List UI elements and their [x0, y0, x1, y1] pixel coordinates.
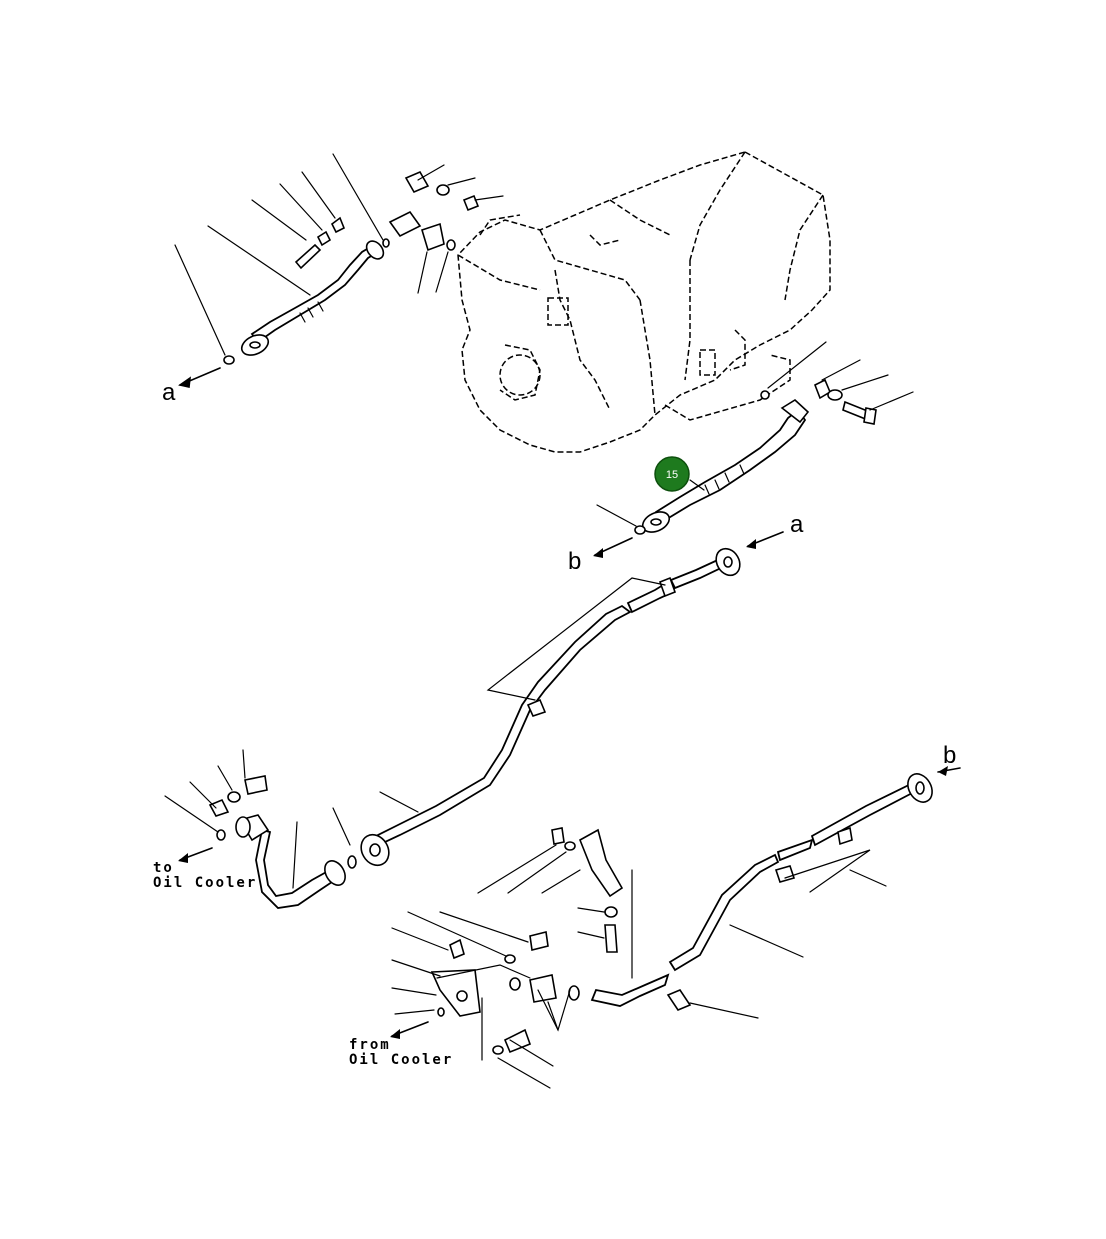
callout-badge-15[interactable]: 15	[654, 456, 690, 492]
label-b-right: b	[943, 742, 956, 769]
to-oil-cooler-line2: Oil Cooler	[153, 875, 257, 891]
middle-long-pipe	[360, 547, 741, 867]
left-elbow-pipe	[208, 775, 357, 909]
callout-circle[interactable]	[654, 456, 690, 492]
middle-pipe-leaders	[332, 577, 666, 846]
from-oil-cooler-line2: Oil Cooler	[349, 1052, 453, 1068]
label-a-mid: a	[790, 511, 804, 538]
lower-right-leaders	[689, 766, 961, 1019]
label-b-upper: b	[568, 548, 581, 575]
upper-left-leaders	[174, 153, 504, 388]
lower-connector-leaders	[390, 844, 633, 1089]
transmission-housing	[457, 151, 831, 453]
callout-number: 15	[666, 469, 678, 481]
label-a-upper: a	[162, 379, 176, 406]
upper-connector-block	[388, 170, 480, 252]
left-elbow-leaders	[164, 749, 298, 889]
upper-left-hose	[223, 216, 390, 365]
hose-assembly-15	[634, 378, 877, 535]
lower-right-pipe	[590, 773, 933, 1011]
from-oil-cooler-line1: from	[349, 1037, 391, 1053]
lower-connector-group	[430, 827, 624, 1055]
right-hose-leaders	[593, 341, 914, 558]
to-oil-cooler-line1: to	[153, 860, 174, 876]
